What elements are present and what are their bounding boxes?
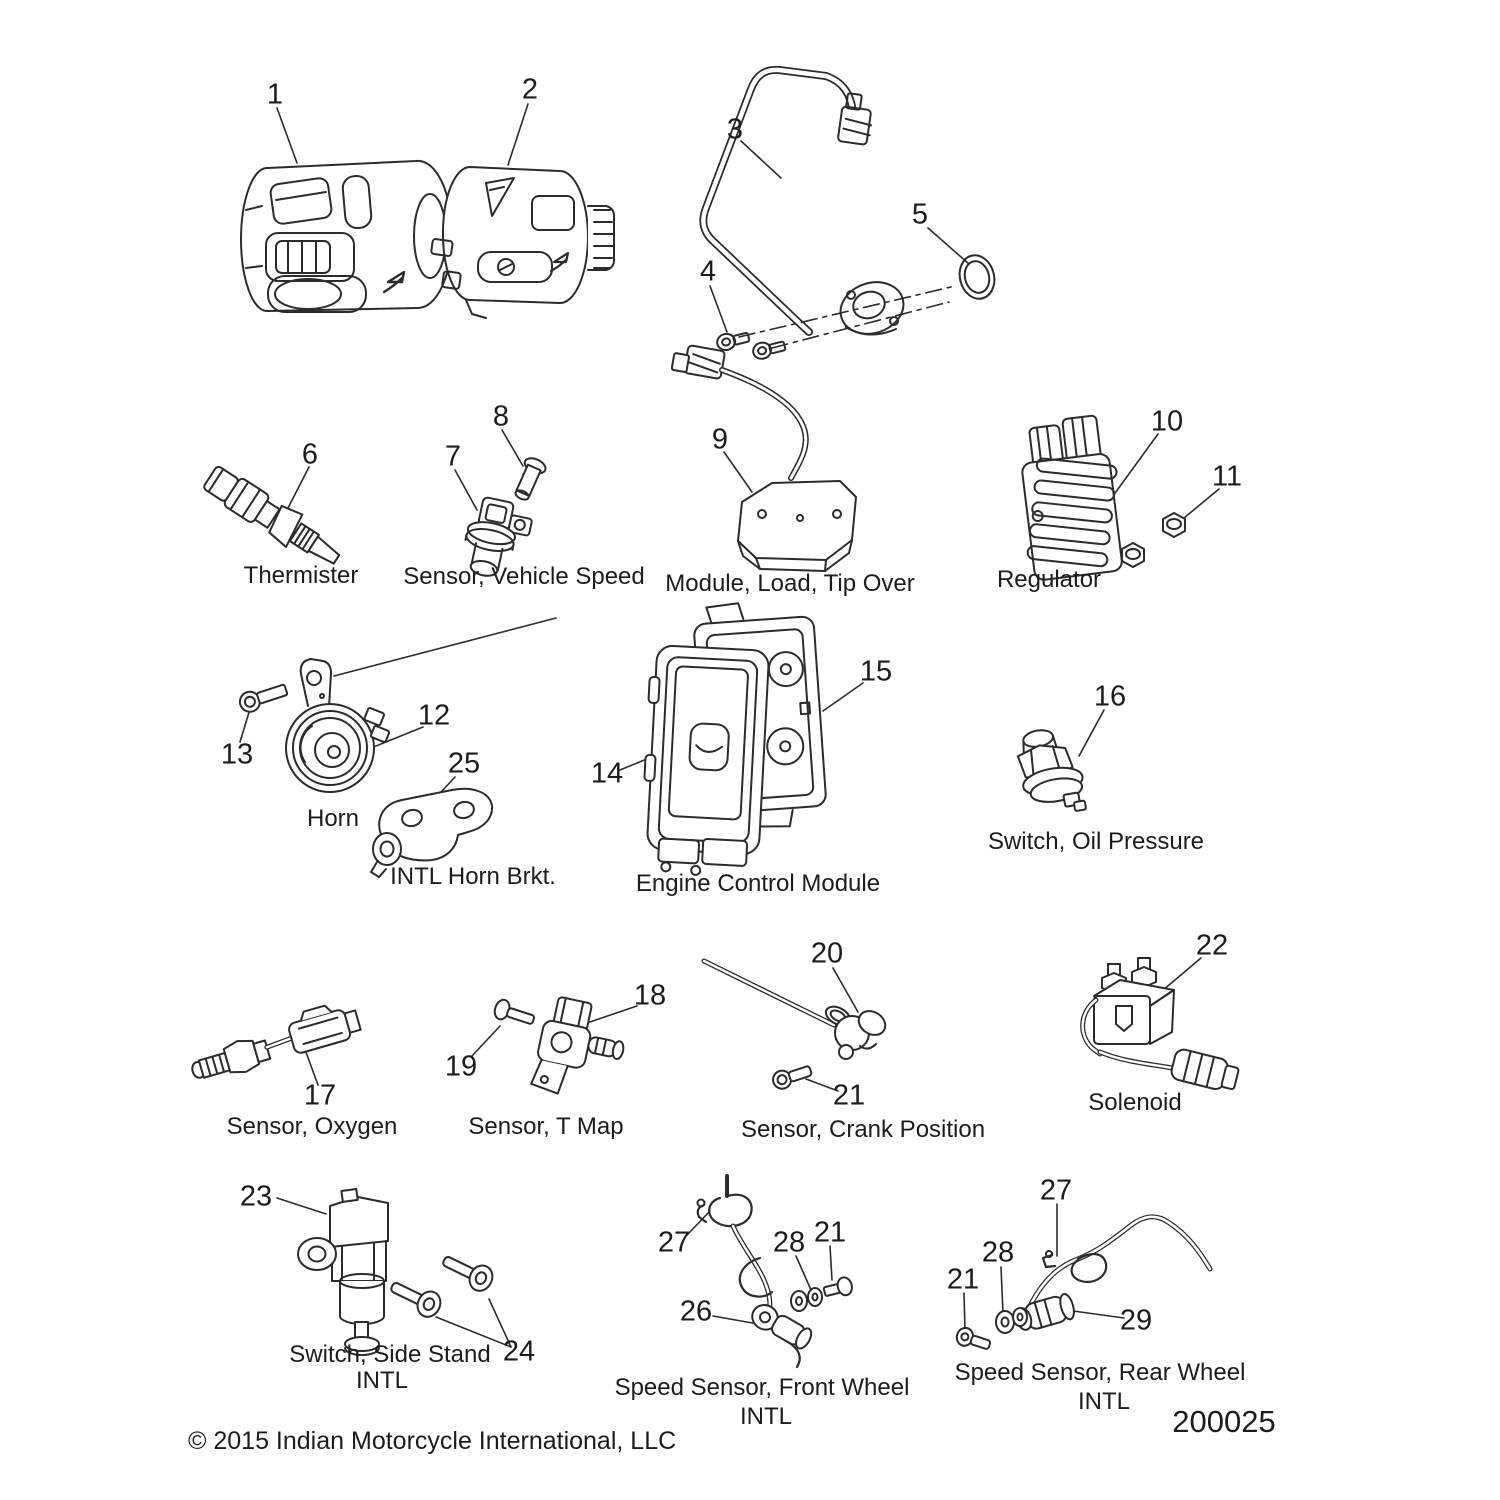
illustration-vehicle-speed-sensor	[464, 457, 547, 577]
callout-19: 19	[444, 1050, 478, 1083]
illustration-switch-left	[240, 159, 454, 313]
callout-28-front: 28	[772, 1226, 806, 1259]
callout-27-front: 27	[657, 1226, 691, 1259]
callout-29: 29	[1119, 1304, 1153, 1337]
callout-18: 18	[633, 979, 667, 1012]
label-oil-pressure-switch: Switch, Oil Pressure	[987, 828, 1205, 855]
callout-23: 23	[239, 1180, 273, 1213]
illustration-solenoid	[1080, 957, 1240, 1091]
callout-26: 26	[679, 1295, 713, 1328]
label-side-stand-switch: Switch, Side Stand	[289, 1341, 491, 1368]
callout-1: 1	[266, 78, 284, 111]
callout-2: 2	[521, 73, 539, 106]
label-engine-control-module: Engine Control Module	[635, 870, 881, 897]
illustration-harness-tube	[699, 65, 905, 336]
diagram-ref-number: 200025	[1172, 1404, 1276, 1439]
illustration-regulator	[1021, 414, 1186, 581]
label-solenoid: Solenoid	[1088, 1089, 1182, 1116]
illustration-crank-bolt	[772, 1065, 813, 1090]
callout-4: 4	[699, 255, 717, 288]
callout-17: 17	[303, 1079, 337, 1112]
callout-20: 20	[810, 937, 844, 970]
label-regulator: Regulator	[996, 566, 1102, 593]
illustration-side-stand-switch	[297, 1187, 389, 1356]
illustration-front-wheel-sensor	[696, 1174, 853, 1369]
callout-9: 9	[711, 423, 729, 456]
label-oxygen-sensor: Sensor, Oxygen	[226, 1113, 398, 1140]
callout-11: 11	[1211, 460, 1243, 493]
illustration-tmap-sensor	[493, 996, 625, 1095]
callout-28-rear: 28	[981, 1236, 1015, 1269]
illustration-crank-sensor	[701, 958, 887, 1060]
illustration-switch-right	[430, 166, 615, 319]
callout-3: 3	[726, 113, 744, 146]
callout-7: 7	[444, 440, 462, 473]
label-vehicle-speed-sensor: Sensor, Vehicle Speed	[403, 563, 645, 590]
callout-5: 5	[911, 198, 929, 231]
illustration-regulator-nuts	[1121, 512, 1186, 568]
illustration-horn-bolt	[238, 683, 289, 713]
label-crank-position-sensor: Sensor, Crank Position	[740, 1116, 986, 1143]
label-front-wheel-speed-sensor-intl: INTL	[739, 1403, 793, 1430]
illustration-tmap-screw	[493, 998, 535, 1025]
callout-16: 16	[1093, 680, 1127, 713]
illustration-horn	[285, 658, 391, 793]
callout-14: 14	[590, 757, 624, 790]
callout-24: 24	[502, 1335, 536, 1368]
callout-21-crank: 21	[832, 1079, 866, 1112]
callout-13: 13	[220, 738, 254, 771]
illustration-ecm-module	[643, 644, 770, 876]
callout-22: 22	[1195, 929, 1229, 962]
label-intl-horn-bracket: INTL Horn Brkt.	[390, 863, 556, 890]
callout-15: 15	[859, 655, 893, 688]
callout-12: 12	[417, 699, 451, 732]
label-horn: Horn	[306, 805, 360, 832]
illustration-horn-bracket	[370, 787, 494, 878]
label-tip-over-module: Module, Load, Tip Over	[665, 570, 915, 597]
illustration-oil-pressure-switch	[1016, 729, 1087, 812]
callout-21-front: 21	[813, 1216, 847, 1249]
label-thermister: Thermister	[243, 562, 359, 589]
label-side-stand-switch-intl: INTL	[355, 1367, 409, 1394]
callout-8: 8	[492, 400, 510, 433]
label-front-wheel-speed-sensor: Speed Sensor, Front Wheel	[614, 1374, 910, 1401]
illustration-oxygen-sensor	[191, 1004, 362, 1079]
illustration-rear-wheel-sensor	[955, 1214, 1213, 1350]
illustration-side-stand-bolts	[390, 1256, 494, 1318]
callout-27-rear: 27	[1039, 1174, 1073, 1207]
label-rear-wheel-speed-sensor-intl: INTL	[1077, 1388, 1131, 1415]
label-tmap-sensor: Sensor, T Map	[468, 1113, 624, 1140]
label-rear-wheel-speed-sensor: Speed Sensor, Rear Wheel	[954, 1359, 1246, 1386]
illustration-screws-4	[716, 285, 956, 360]
illustration-oring	[958, 254, 996, 300]
callout-21-rear: 21	[946, 1263, 980, 1296]
illustration-thermister	[203, 465, 341, 565]
copyright-text: © 2015 Indian Motorcycle International, …	[188, 1427, 677, 1455]
callout-25: 25	[447, 747, 481, 780]
callout-10: 10	[1150, 405, 1184, 438]
callout-6: 6	[301, 438, 319, 471]
illustration-tip-over-module	[670, 344, 857, 572]
